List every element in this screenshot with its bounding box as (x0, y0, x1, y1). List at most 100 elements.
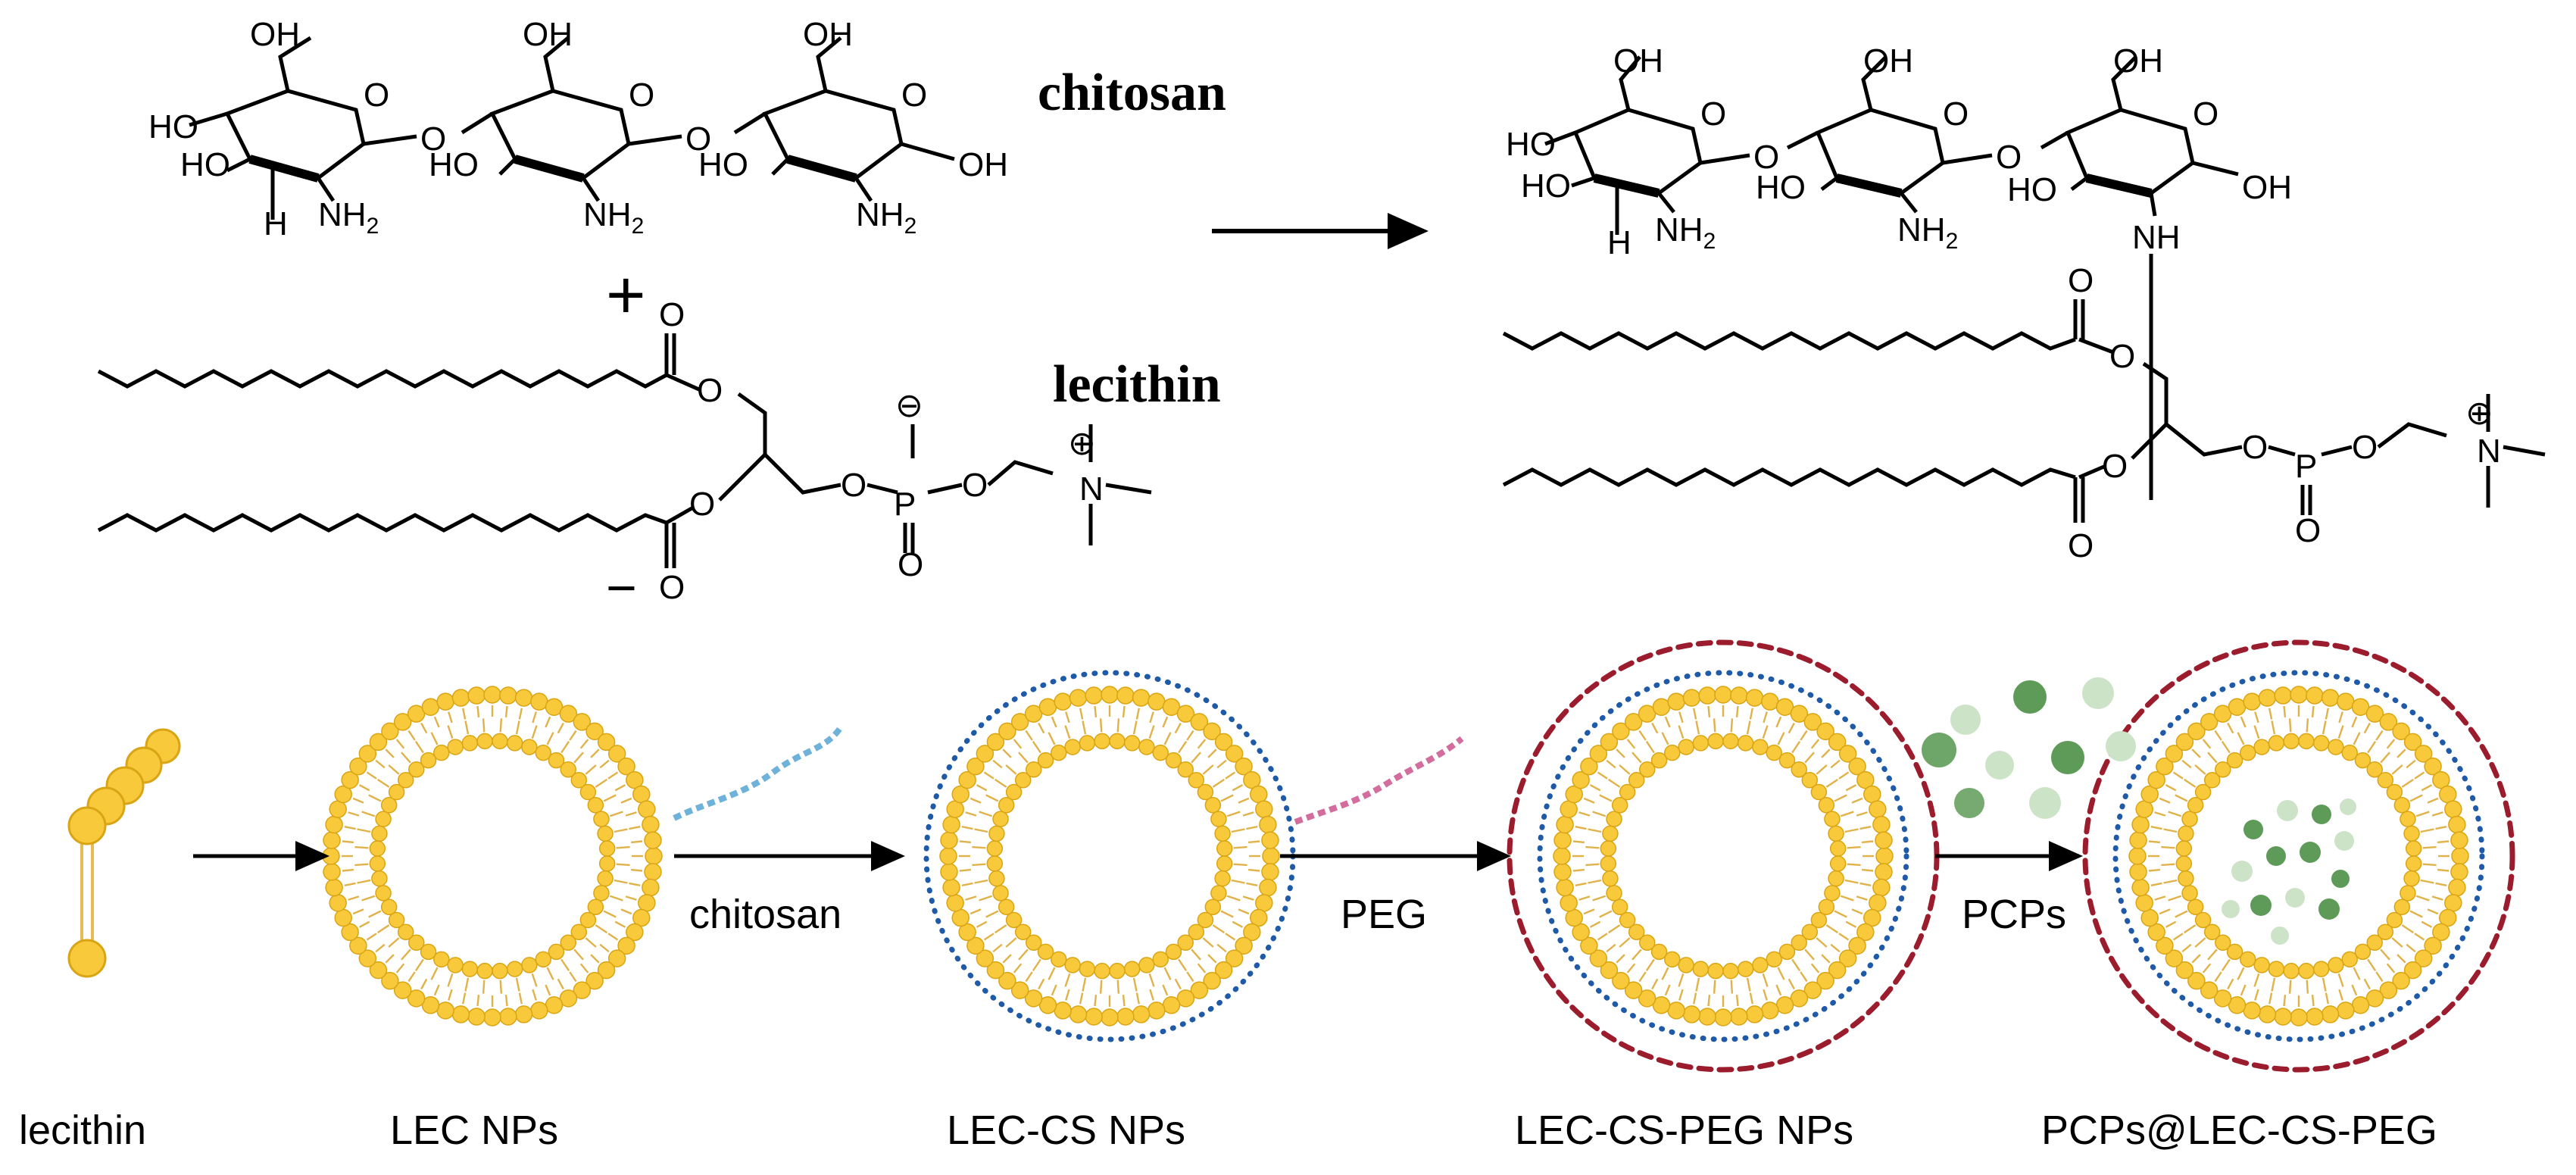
lipid-head (2405, 855, 2422, 872)
lipid-head (988, 870, 1005, 887)
lipid-tail (2421, 920, 2433, 928)
ester-o-label: O (697, 372, 723, 409)
lipid-tail (616, 863, 630, 867)
lipid-head (2243, 692, 2261, 711)
lipid-tail (2253, 725, 2260, 739)
lipid-head (1024, 705, 1043, 723)
lipid-head (946, 800, 964, 818)
lipid-head (1094, 962, 1110, 980)
lipid-tail (1834, 910, 1847, 918)
lipid-head (1698, 1008, 1716, 1026)
lipid-head (1824, 885, 1841, 902)
lipid-head (2226, 943, 2243, 961)
ring-o-label: O (901, 77, 927, 114)
lipid-head (2377, 923, 2394, 940)
lipid-head (530, 1002, 548, 1020)
lipid-head (2365, 989, 2384, 1008)
lipid-tail (420, 722, 428, 734)
lipid-tail (1678, 973, 1685, 987)
lipid-head (998, 722, 1016, 741)
oh-label: OH (250, 16, 300, 53)
lipid-head (2424, 757, 2442, 776)
lipid-head (1214, 870, 1231, 887)
lipid-head (1838, 949, 1857, 967)
stage-name-lec-cs-peg-nps: LEC-CS-PEG NPs (1515, 1108, 1853, 1153)
lipid-tail (1048, 732, 1056, 745)
lipid-tail (609, 895, 623, 902)
lipid-tail (979, 811, 993, 817)
lipid-tail (1730, 718, 1734, 733)
lipid-tail (974, 828, 988, 833)
chitosan-coating (1537, 670, 1909, 1042)
lipid-head (2156, 936, 2174, 955)
lipid-tail (348, 895, 360, 901)
lipid-head (1109, 733, 1126, 750)
lipid-tail (603, 794, 617, 802)
lipid-tail (2322, 977, 2327, 992)
lipid-head (1572, 923, 1590, 942)
lipid-tail (1749, 708, 1753, 720)
ho-label: HO (2007, 171, 2057, 208)
lipid-head (1692, 961, 1710, 977)
lipid-tail (1220, 794, 1234, 802)
lipid-tail (1619, 937, 1631, 948)
lipid-head (1565, 908, 1583, 927)
lipid-tail (1242, 811, 1254, 817)
lipid-tail (2181, 759, 2192, 769)
lipid-tail (1599, 910, 1613, 918)
lipid-tail (2172, 771, 2184, 780)
lipid-head (1162, 698, 1181, 716)
lipid-tail (2237, 967, 2245, 980)
step-label-chitosan: chitosan (689, 892, 841, 937)
lipid-head (1650, 943, 1668, 961)
lipid-head (1775, 698, 1794, 716)
lipid-head (1752, 739, 1769, 755)
lipid-head (1235, 936, 1253, 955)
lipid-tail (2202, 963, 2212, 973)
lipid-head (1235, 757, 1253, 776)
lipid-head (545, 996, 564, 1014)
lipid-head (1602, 825, 1619, 842)
lipid-head (2240, 951, 2256, 968)
lipid-tail (585, 937, 597, 948)
lipid-head (2283, 733, 2300, 750)
lipid-head (349, 936, 367, 955)
lipid-tail (1583, 908, 1595, 915)
lipid-head (1197, 911, 1214, 929)
lipid-head (1123, 961, 1141, 977)
lipid-tail (420, 978, 428, 990)
lipid-tail (388, 764, 400, 775)
lipid-head (2290, 1008, 2308, 1027)
lipid-tail (2338, 711, 2343, 723)
lipid-tail (1678, 989, 1684, 1001)
lipid-head (2444, 800, 2462, 818)
nh2-label: NH2 (1655, 211, 1716, 254)
lipid-head (492, 733, 508, 750)
lipid-head (1556, 815, 1574, 834)
lipid-head (2341, 744, 2358, 761)
lipid-tail (585, 764, 597, 775)
lipid-head (1079, 961, 1096, 977)
lipid-head (1553, 863, 1572, 881)
lipid-head (1214, 825, 1231, 842)
lipid-head (1190, 981, 1209, 999)
lipid-tail (616, 845, 630, 849)
lipid-tail (573, 752, 584, 764)
lipid-tail (2191, 748, 2201, 758)
lipid-head (1791, 761, 1807, 778)
lipid-tail (476, 705, 480, 718)
lipid-head (986, 855, 1004, 872)
lipid-tail (985, 794, 999, 802)
lipid-head (579, 783, 597, 801)
lipid-head (1667, 692, 1685, 711)
lipid-tail (1816, 764, 1828, 775)
lipid-head (2215, 761, 2231, 778)
lipid-head (1038, 698, 1057, 716)
lipid-head (638, 894, 656, 912)
encapsulated-pcp (2331, 870, 2350, 888)
lipid-head (598, 855, 616, 872)
lipid-tail (448, 711, 453, 723)
lipid-tail (1695, 720, 1700, 735)
lipid-head (2175, 733, 2194, 752)
lipid-tail (1191, 752, 1201, 764)
